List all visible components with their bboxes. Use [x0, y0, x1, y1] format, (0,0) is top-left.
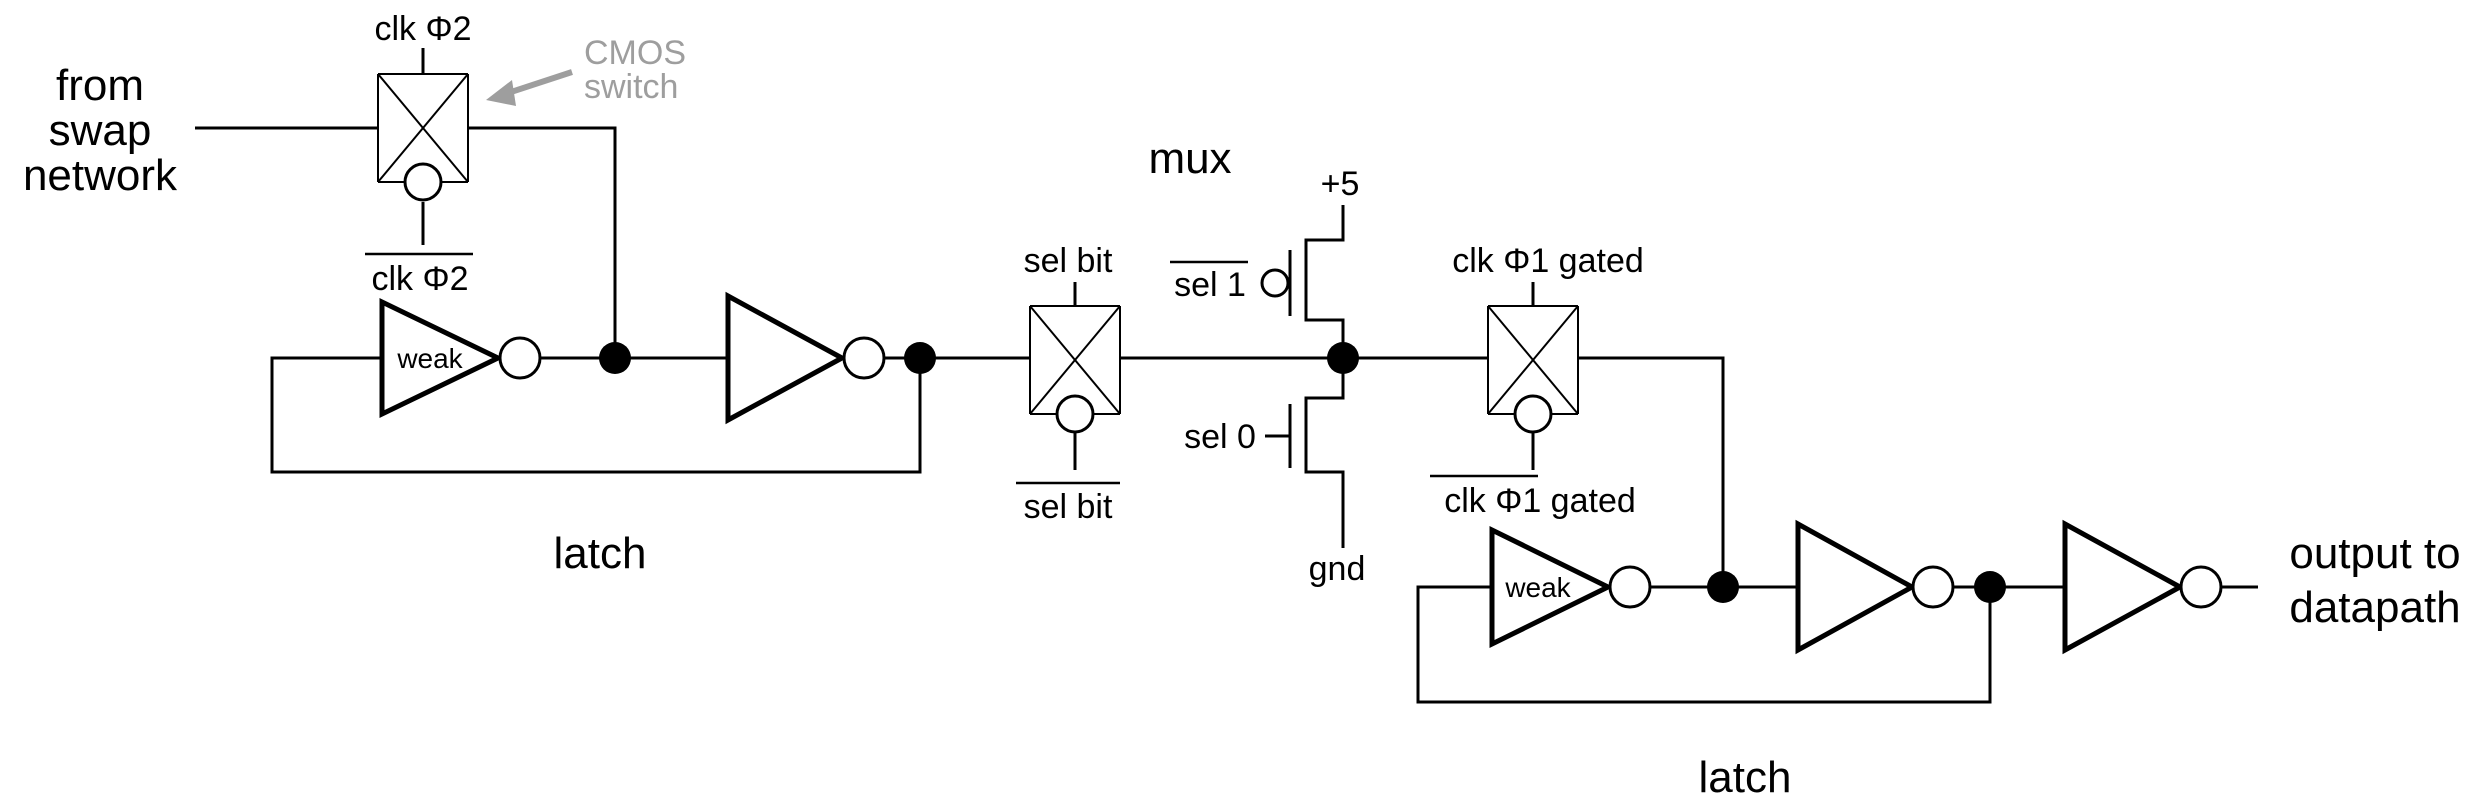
clk-phi1-gated-bar-label: clk Φ1 gated [1444, 482, 1636, 520]
wire-gnd [1304, 358, 1345, 548]
output-label-1: output to [2289, 529, 2460, 578]
wire-latch2-feedback [1416, 585, 1992, 704]
wire-gate-to-node3 [1578, 356, 1725, 587]
clk2-bubble [403, 162, 443, 202]
junction-dot [904, 342, 936, 374]
weak-label-1: weak [396, 343, 463, 374]
mux-label: mux [1148, 134, 1231, 183]
gnd-label: gnd [1309, 550, 1366, 588]
from-swap-label-3: network [23, 151, 178, 200]
inverter-latch1 [725, 291, 886, 425]
latch-label-1: latch [554, 529, 647, 578]
wire-switch-to-node [468, 126, 617, 358]
sel-bit-label: sel bit [1024, 242, 1113, 280]
sel0-label: sel 0 [1184, 418, 1256, 456]
clk1-bubble [1513, 394, 1553, 434]
inverter-weak-2 [1489, 525, 1652, 649]
output-label-2: datapath [2289, 583, 2460, 632]
cmos-switch-arrow [486, 69, 573, 106]
junction-dot [1707, 571, 1739, 603]
cmos-switch-clk1-gated [1487, 305, 1579, 434]
junction-dot [599, 342, 631, 374]
inverter-output [2062, 519, 2223, 655]
latch-label-2: latch [1699, 753, 1792, 802]
sel1-bar-label: sel 1 [1174, 266, 1246, 304]
sel-bit-bubble [1055, 394, 1095, 434]
cmos-switch-clk2 [377, 73, 469, 202]
wire-plus5 [1304, 205, 1345, 358]
junction-dots [599, 342, 2006, 603]
cmos-switch-label-1: CMOS [584, 34, 686, 72]
wire-latch1-feedback [270, 356, 922, 474]
from-swap-label-1: from [56, 61, 144, 110]
cmos-switch-label-2: switch [584, 68, 678, 106]
pmos-gate-bubble [1260, 268, 1290, 298]
clk-phi2-label: clk Φ2 [374, 10, 471, 48]
junction-dot [1327, 342, 1359, 374]
cmos-switch-sel-bit [1029, 305, 1121, 434]
inverter-weak-1 [379, 298, 542, 418]
inverter-latch2 [1795, 519, 1955, 655]
clk-phi1-gated-label: clk Φ1 gated [1452, 242, 1644, 280]
weak-label-2: weak [1504, 572, 1571, 603]
sel-bit-bar-label: sel bit [1024, 488, 1113, 526]
from-swap-label-2: swap [49, 106, 152, 155]
plus5-label: +5 [1321, 165, 1360, 203]
junction-dot [1974, 571, 2006, 603]
clk-phi2-bar-label: clk Φ2 [371, 260, 468, 298]
